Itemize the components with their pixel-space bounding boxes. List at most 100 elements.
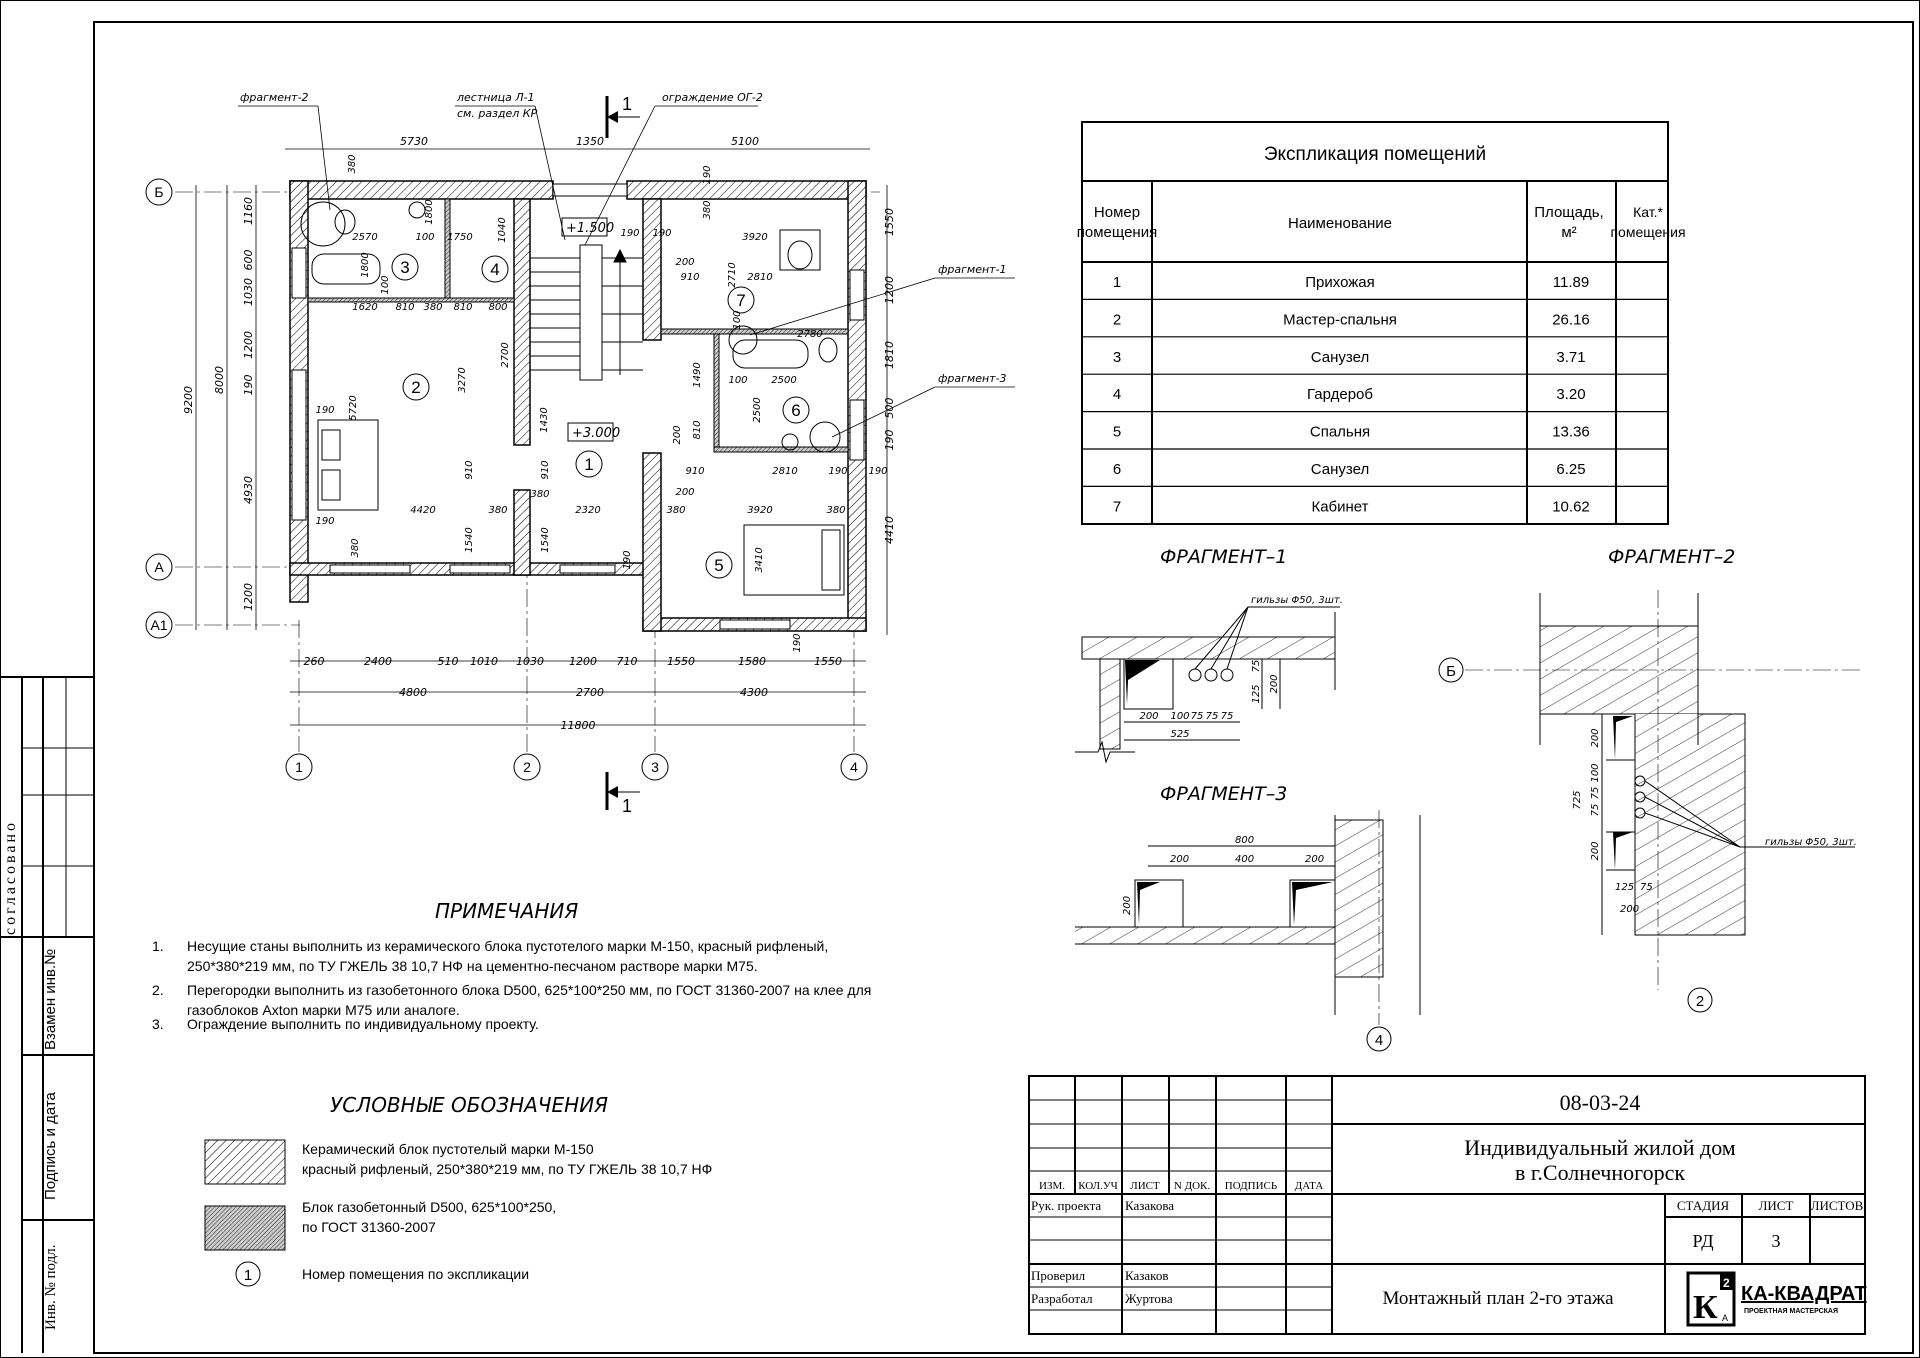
callout-leaders	[238, 105, 1015, 438]
axis-bubble-b: Б	[1446, 663, 1456, 680]
room-number: 7	[736, 291, 745, 310]
side-stamp: согласовано Взамен инв.№ Подпись и дата …	[0, 676, 94, 1353]
fragment-1: ФРАГМЕНТ–1 гильзы Φ50, 3шт. 200 100 75 7…	[1075, 546, 1343, 764]
axis-bubble-row	[145, 553, 173, 581]
room-bubble	[575, 450, 603, 478]
dimension-label: 4930	[242, 476, 255, 504]
cell-number: 2	[1113, 311, 1121, 328]
dimension-label: 810	[395, 302, 414, 313]
axis-label: 2	[523, 759, 531, 775]
cell-number: 6	[1113, 461, 1121, 478]
axis-bubble-col	[285, 753, 313, 781]
callout-stair: лестница Л-1	[456, 91, 535, 104]
cell-name: Санузел	[1311, 461, 1369, 478]
dimension-label: 200	[675, 257, 694, 268]
stamp-sign-date: Подпись и дата	[42, 1091, 59, 1200]
legend: УСЛОВНЫЕ ОБОЗНАЧЕНИЯ 1 Керамический блок…	[204, 1093, 712, 1287]
dimension-label: 1200	[569, 655, 597, 668]
dimension-label: 190	[702, 165, 713, 184]
dimension-label: 3270	[457, 367, 468, 392]
fragment-3: ФРАГМЕНТ–3 4 800 200 400 200 200	[1075, 783, 1421, 1052]
room-bubble	[481, 255, 509, 283]
dim: 75	[1206, 711, 1219, 722]
dim: 400	[1235, 854, 1254, 865]
dimension-label: 1810	[883, 341, 896, 369]
dimension-label: 190	[622, 550, 633, 569]
cell-area: 3.20	[1556, 386, 1585, 403]
sheet-value: 3	[1772, 1231, 1781, 1251]
dim: 75	[1590, 787, 1601, 800]
dimension-label: 600	[242, 250, 255, 271]
dimension-label: 1350	[576, 135, 604, 148]
axis-bubble-2: 2	[1696, 993, 1704, 1010]
name-checked: Казаков	[1125, 1268, 1168, 1283]
fragment-1-title: ФРАГМЕНТ–1	[1160, 546, 1287, 568]
dimension-label: 200	[675, 487, 694, 498]
dimension-label: 710	[617, 655, 638, 668]
dimension-label: 380	[350, 538, 361, 557]
stair	[530, 244, 643, 381]
dimension-label: 4420	[410, 505, 435, 516]
dimension-label: 1200	[242, 583, 255, 611]
dim: 75	[1221, 711, 1234, 722]
notes-title: ПРИМЕЧАНИЯ	[435, 899, 578, 923]
axis-label: 4	[850, 759, 858, 775]
dimension-label: 1620	[352, 302, 377, 313]
dimension-label: 2400	[364, 655, 392, 668]
axis-label: А1	[150, 617, 167, 633]
explication-title: Экспликация помещений	[1264, 144, 1486, 165]
cell-number: 7	[1113, 498, 1121, 515]
stamp-inv-no: Инв. № подл.	[43, 1245, 59, 1330]
fragment-2-sleeves-label: гильзы Φ50, 3шт.	[1765, 837, 1857, 848]
dimension-label: 1430	[539, 407, 550, 432]
role-checked: Проверил	[1031, 1268, 1086, 1283]
dimension-label: 100	[380, 275, 391, 294]
dim: 75	[1640, 882, 1653, 893]
dimension-label: 1540	[540, 527, 551, 552]
dimension-label: 1490	[692, 362, 703, 387]
room-number: 5	[714, 556, 723, 575]
dimension-label: 4300	[740, 686, 768, 699]
sheet-label: ЛИСТ	[1759, 1198, 1794, 1213]
role-project-lead: Рук. проекта	[1031, 1198, 1101, 1213]
dim: 525	[1170, 729, 1189, 740]
legend-ceramic-swatch	[204, 1139, 286, 1185]
dimension-label: 100	[732, 310, 743, 329]
dimension-label: 190	[315, 516, 334, 527]
dimension-label: 1550	[883, 208, 896, 236]
callout-railing: ограждение ОГ-2	[662, 91, 763, 104]
dimension-label: 190	[652, 228, 671, 239]
axis-bubble-4: 4	[1375, 1032, 1383, 1049]
stamp-agreed: согласовано	[2, 820, 19, 935]
cell-area: 3.71	[1556, 349, 1585, 366]
header-area: Площадь,м²	[1534, 204, 1603, 241]
dim: 200	[1122, 896, 1133, 915]
table-row: 6 Санузел 6.25	[1113, 461, 1586, 478]
title-block-col-header: ЛИСТ	[1130, 1180, 1160, 1192]
dimension-label: 2810	[772, 466, 797, 477]
dimension-label: 380	[826, 505, 845, 516]
section-mark-bottom: 1	[605, 772, 640, 816]
stage-value: РД	[1693, 1231, 1714, 1251]
dim: 125	[1615, 882, 1634, 893]
dimension-label: 4800	[399, 686, 427, 699]
dim: 800	[1235, 835, 1254, 846]
note-number: 3.	[152, 1016, 164, 1032]
dimension-label: 380	[423, 302, 442, 313]
room-bubble	[782, 396, 810, 424]
project-name-2: в г.Солнечногорск	[1515, 1160, 1685, 1185]
dimension-label: 260	[304, 655, 325, 668]
cell-area: 6.25	[1556, 461, 1585, 478]
fragment-2: ФРАГМЕНТ–2 Б 2 гильзы Φ50, 3шт. 200 100 …	[1438, 546, 1860, 1013]
dimension-label: 5730	[400, 135, 428, 148]
dim: 200	[1139, 711, 1158, 722]
cell-name: Прихожая	[1305, 274, 1375, 291]
note-number: 1.	[152, 938, 164, 954]
dimension-label: 2700	[576, 686, 604, 699]
dimension-label: 8000	[213, 366, 226, 394]
